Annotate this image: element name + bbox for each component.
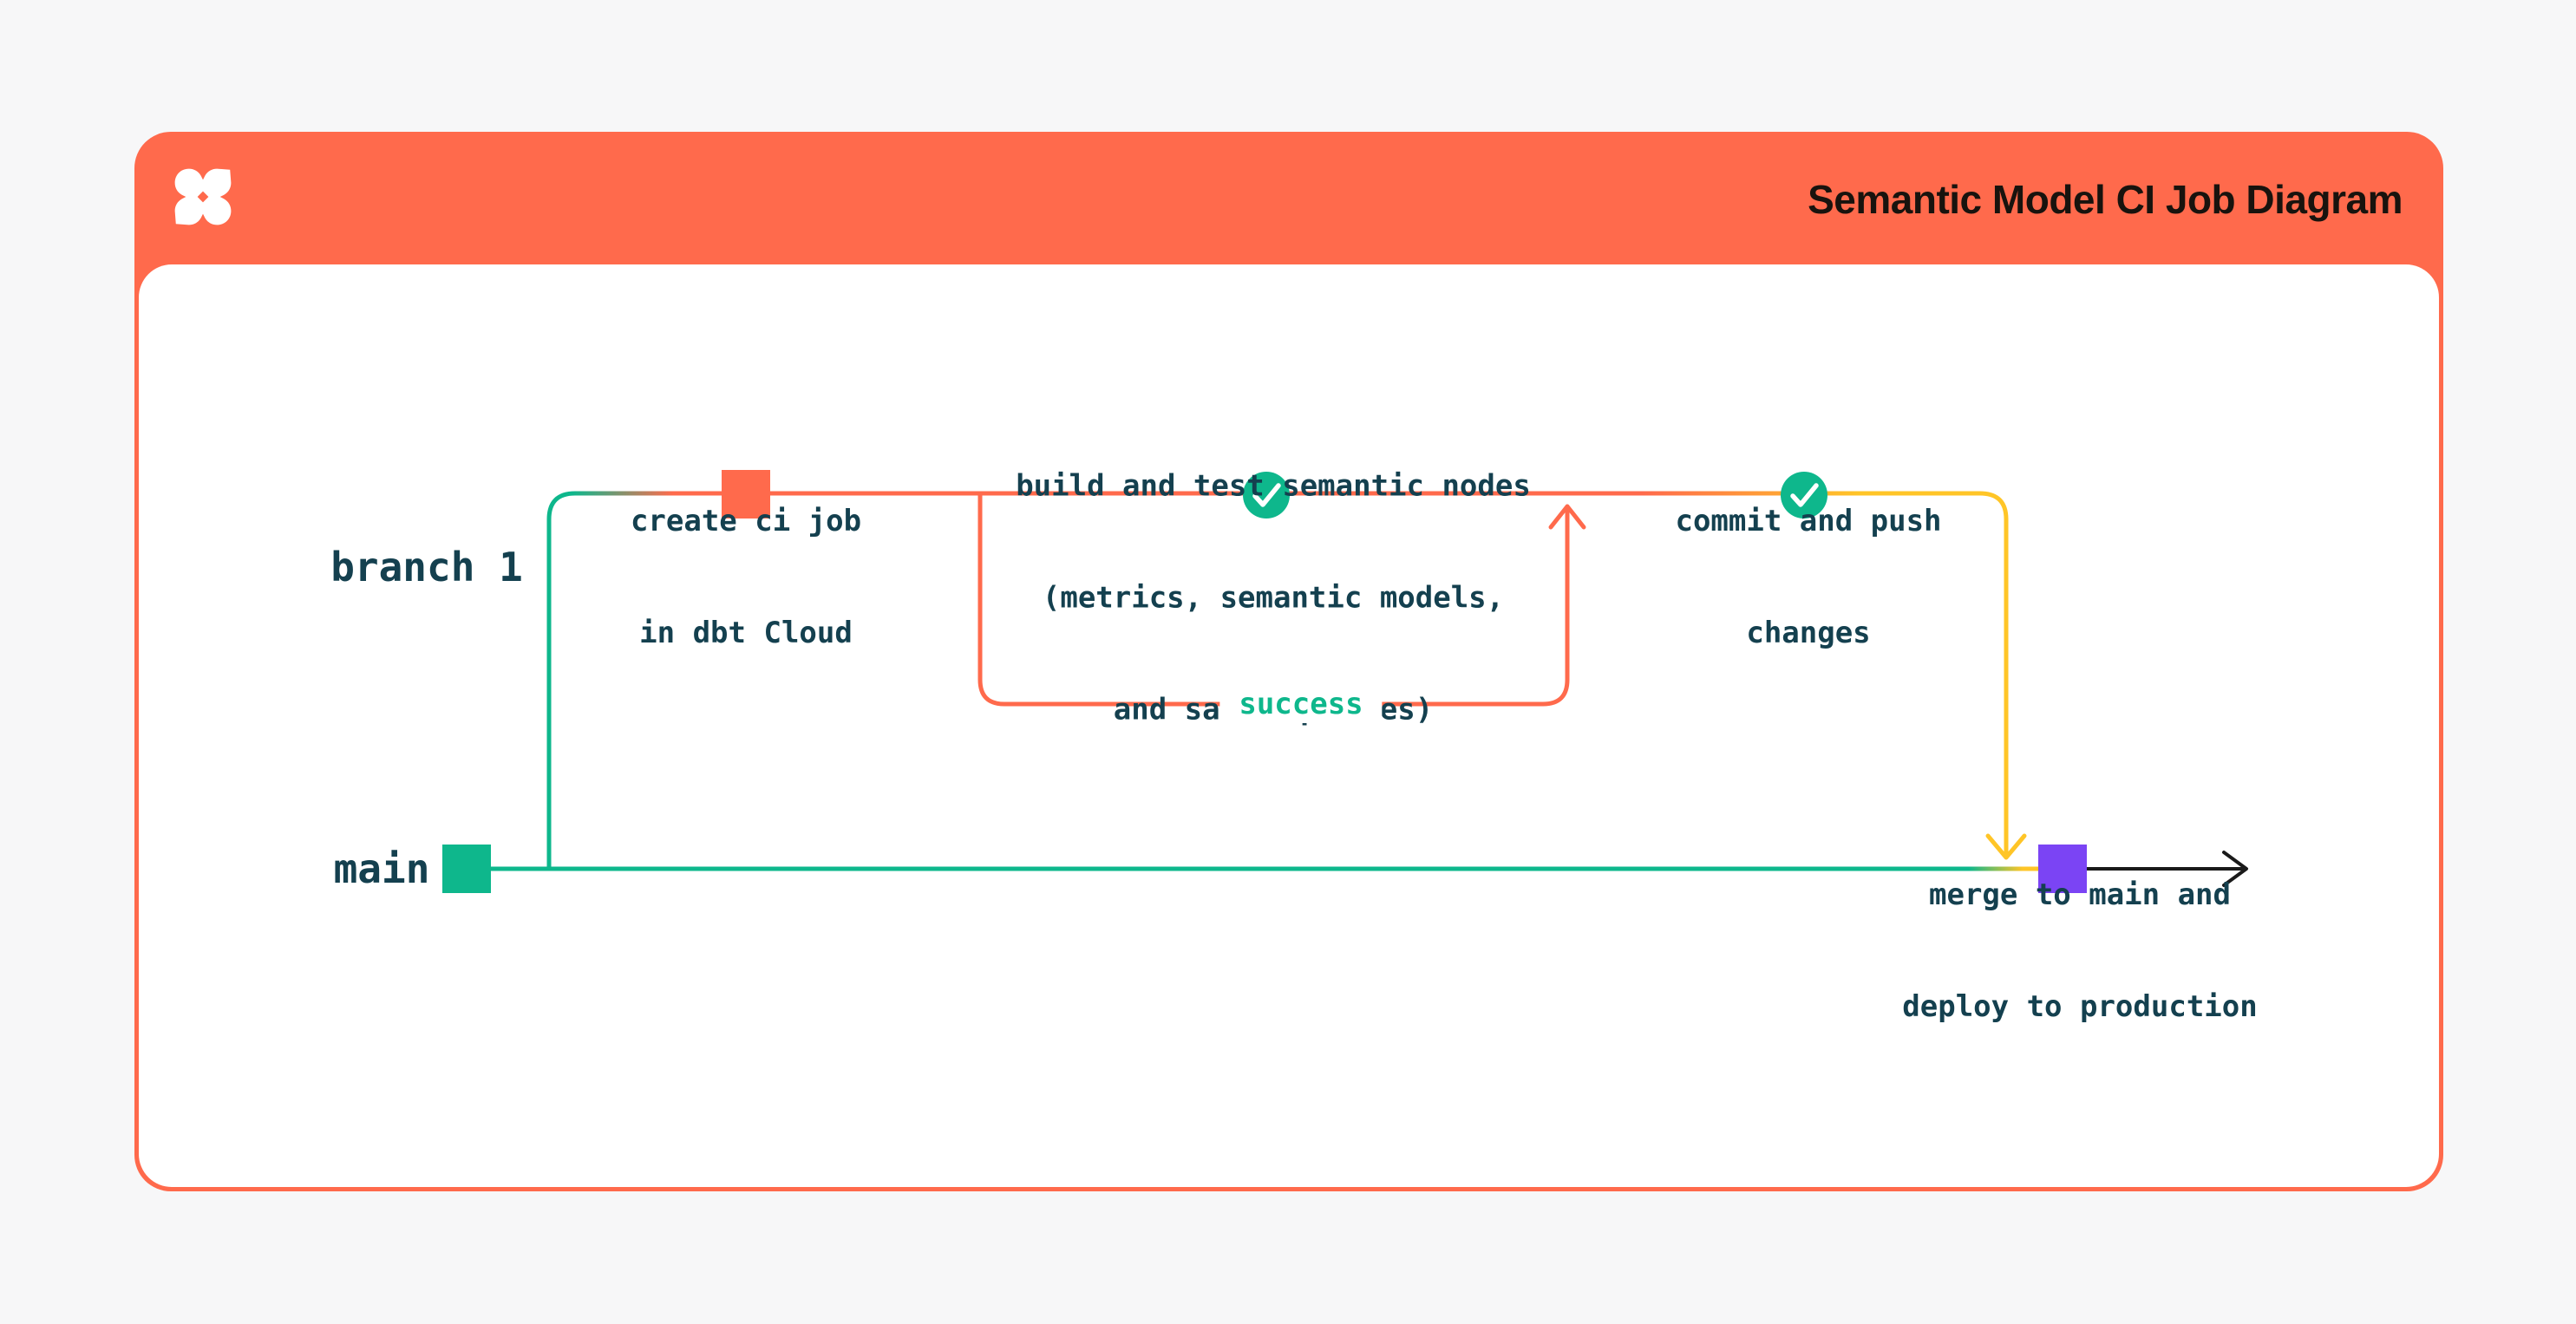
logo-diamond [197, 191, 209, 203]
caption-line: create ci job [630, 504, 862, 538]
dbt-logo-icon [174, 168, 232, 225]
caption-line: in dbt Cloud [639, 616, 853, 650]
caption-line: changes [1746, 616, 1871, 650]
merge-deploy-caption: merge to main and deploy to production [1902, 802, 2257, 1100]
caption-line: (metrics, semantic models, [1042, 580, 1505, 616]
success-label: success [1219, 685, 1383, 723]
build-test-caption: build and test semantic nodes (metrics, … [1016, 394, 1531, 804]
caption-line: commit and push [1675, 504, 1942, 538]
page-title: Semantic Model CI Job Diagram [1808, 177, 2403, 222]
caption-line: deploy to production [1902, 989, 2258, 1024]
main-label: main [333, 845, 430, 892]
create-ci-job-caption: create ci job in dbt Cloud [631, 428, 861, 727]
commit-push-caption: commit and push changes [1675, 428, 1941, 727]
caption-line: build and test semantic nodes [1016, 468, 1531, 504]
caption-line: merge to main and [1929, 877, 2231, 912]
branch-1-label: branch 1 [330, 544, 523, 590]
